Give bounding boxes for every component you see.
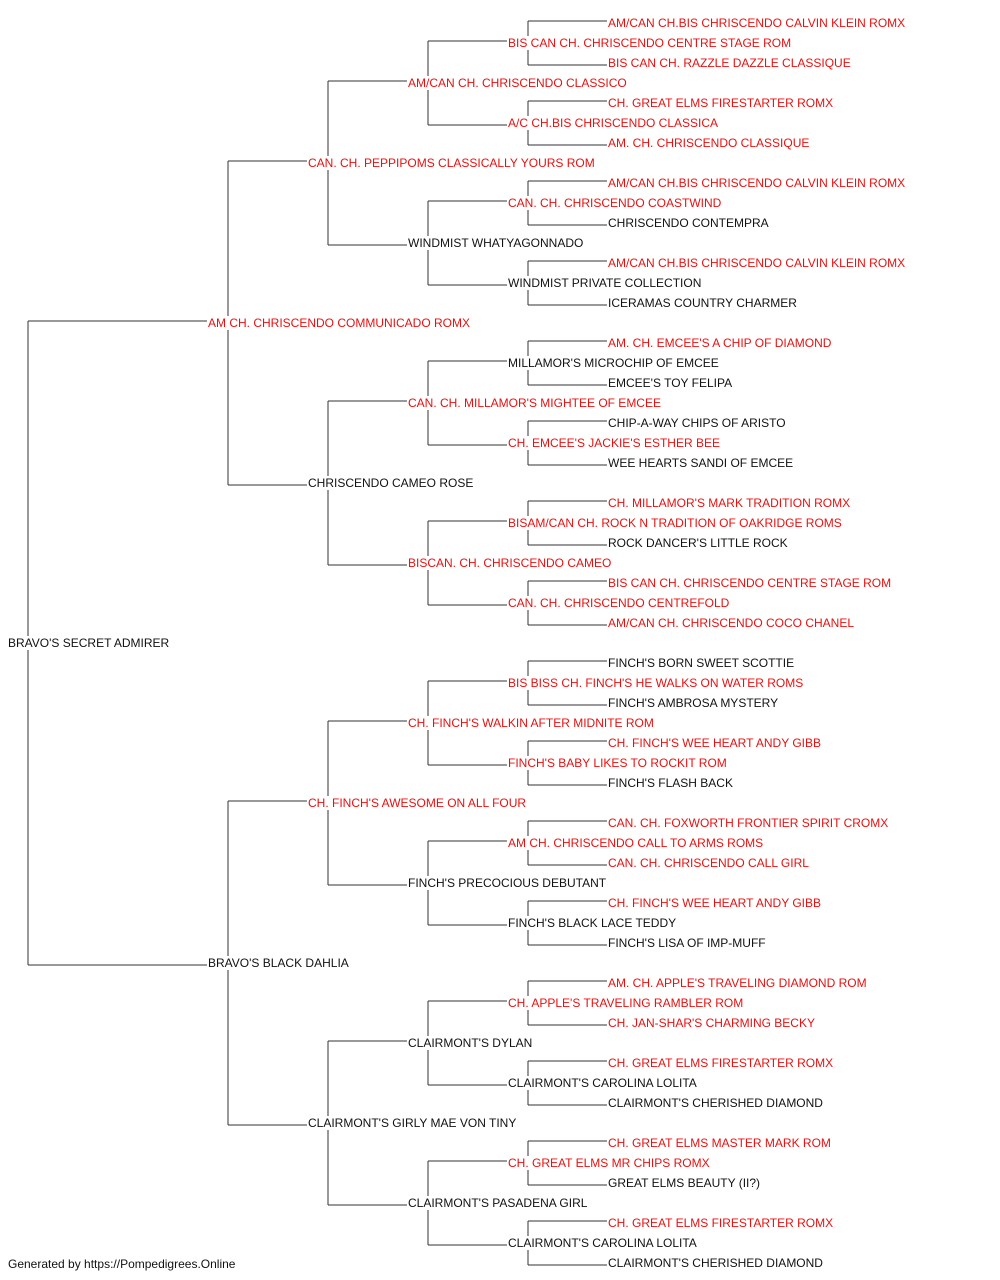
- pedigree-node-gen5: AM. CH. APPLE'S TRAVELING DIAMOND ROM: [607, 976, 868, 990]
- pedigree-node-gen4: BISAM/CAN CH. ROCK N TRADITION OF OAKRID…: [507, 516, 843, 530]
- pedigree-node-gen5: CHIP-A-WAY CHIPS OF ARISTO: [607, 416, 787, 430]
- pedigree-node-gen5: GREAT ELMS BEAUTY (II?): [607, 1176, 762, 1190]
- pedigree-node-gen5: CH. JAN-SHAR'S CHARMING BECKY: [607, 1016, 816, 1030]
- generated-by-footer: Generated by https://Pompedigrees.Online: [8, 1257, 236, 1271]
- pedigree-node-gen0: BRAVO'S SECRET ADMIRER: [7, 636, 171, 650]
- pedigree-node-gen5: WEE HEARTS SANDI OF EMCEE: [607, 456, 795, 470]
- pedigree-node-gen4: CH. APPLE'S TRAVELING RAMBLER ROM: [507, 996, 745, 1010]
- pedigree-node-gen4: FINCH'S BLACK LACE TEDDY: [507, 916, 678, 930]
- pedigree-node-gen5: CLAIRMONT'S CHERISHED DIAMOND: [607, 1096, 824, 1110]
- pedigree-node-gen5: CH. FINCH'S WEE HEART ANDY GIBB: [607, 896, 822, 910]
- pedigree-node-gen5: CAN. CH. CHRISCENDO CALL GIRL: [607, 856, 810, 870]
- pedigree-node-gen5: EMCEE'S TOY FELIPA: [607, 376, 734, 390]
- pedigree-node-gen3: CLAIRMONT'S DYLAN: [407, 1036, 534, 1050]
- pedigree-node-gen3: AM/CAN CH. CHRISCENDO CLASSICO: [407, 76, 628, 90]
- pedigree-node-gen4: WINDMIST PRIVATE COLLECTION: [507, 276, 703, 290]
- pedigree-node-gen5: AM. CH. EMCEE'S A CHIP OF DIAMOND: [607, 336, 833, 350]
- pedigree-node-gen5: AM. CH. CHRISCENDO CLASSIQUE: [607, 136, 811, 150]
- pedigree-node-gen2: CHRISCENDO CAMEO ROSE: [307, 476, 475, 490]
- pedigree-node-gen1: AM CH. CHRISCENDO COMMUNICADO ROMX: [207, 316, 472, 330]
- pedigree-node-gen2: CAN. CH. PEPPIPOMS CLASSICALLY YOURS ROM: [307, 156, 596, 170]
- pedigree-node-gen3: BISCAN. CH. CHRISCENDO CAMEO: [407, 556, 613, 570]
- pedigree-node-gen5: CH. GREAT ELMS FIRESTARTER ROMX: [607, 1056, 835, 1070]
- pedigree-node-gen2: CLAIRMONT'S GIRLY MAE VON TINY: [307, 1116, 518, 1130]
- pedigree-node-gen5: BIS CAN CH. CHRISCENDO CENTRE STAGE ROM: [607, 576, 893, 590]
- pedigree-node-gen4: CLAIRMONT'S CAROLINA LOLITA: [507, 1236, 698, 1250]
- pedigree-node-gen4: BIS CAN CH. CHRISCENDO CENTRE STAGE ROM: [507, 36, 793, 50]
- pedigree-node-gen5: AM/CAN CH. CHRISCENDO COCO CHANEL: [607, 616, 856, 630]
- pedigree-node-gen2: CH. FINCH'S AWESOME ON ALL FOUR: [307, 796, 528, 810]
- pedigree-node-gen3: CH. FINCH'S WALKIN AFTER MIDNITE ROM: [407, 716, 655, 730]
- pedigree-node-gen3: FINCH'S PRECOCIOUS DEBUTANT: [407, 876, 608, 890]
- pedigree-node-gen4: CH. GREAT ELMS MR CHIPS ROMX: [507, 1156, 711, 1170]
- pedigree-node-gen4: CAN. CH. CHRISCENDO CENTREFOLD: [507, 596, 731, 610]
- pedigree-node-gen5: FINCH'S AMBROSA MYSTERY: [607, 696, 780, 710]
- pedigree-node-gen5: BIS CAN CH. RAZZLE DAZZLE CLASSIQUE: [607, 56, 852, 70]
- pedigree-node-gen5: CAN. CH. FOXWORTH FRONTIER SPIRIT CROMX: [607, 816, 890, 830]
- pedigree-node-gen3: CLAIRMONT'S PASADENA GIRL: [407, 1196, 589, 1210]
- pedigree-node-gen5: AM/CAN CH.BIS CHRISCENDO CALVIN KLEIN RO…: [607, 16, 907, 30]
- pedigree-node-gen5: AM/CAN CH.BIS CHRISCENDO CALVIN KLEIN RO…: [607, 256, 907, 270]
- pedigree-node-gen5: FINCH'S FLASH BACK: [607, 776, 734, 790]
- pedigree-node-gen4: CH. EMCEE'S JACKIE'S ESTHER BEE: [507, 436, 721, 450]
- pedigree-node-gen5: AM/CAN CH.BIS CHRISCENDO CALVIN KLEIN RO…: [607, 176, 907, 190]
- pedigree-node-gen4: CAN. CH. CHRISCENDO COASTWIND: [507, 196, 723, 210]
- pedigree-node-gen4: BIS BISS CH. FINCH'S HE WALKS ON WATER R…: [507, 676, 805, 690]
- pedigree-node-gen3: CAN. CH. MILLAMOR'S MIGHTEE OF EMCEE: [407, 396, 662, 410]
- pedigree-node-gen4: FINCH'S BABY LIKES TO ROCKIT ROM: [507, 756, 728, 770]
- pedigree-node-gen4: MILLAMOR'S MICROCHIP OF EMCEE: [507, 356, 720, 370]
- pedigree-node-gen5: CH. FINCH'S WEE HEART ANDY GIBB: [607, 736, 822, 750]
- pedigree-node-gen5: FINCH'S LISA OF IMP-MUFF: [607, 936, 767, 950]
- pedigree-node-gen3: WINDMIST WHATYAGONNADO: [407, 236, 585, 250]
- pedigree-node-gen4: CLAIRMONT'S CAROLINA LOLITA: [507, 1076, 698, 1090]
- pedigree-node-gen4: A/C CH.BIS CHRISCENDO CLASSICA: [507, 116, 720, 130]
- pedigree-node-gen5: FINCH'S BORN SWEET SCOTTIE: [607, 656, 796, 670]
- pedigree-node-gen5: CHRISCENDO CONTEMPRA: [607, 216, 770, 230]
- pedigree-node-gen5: CH. GREAT ELMS MASTER MARK ROM: [607, 1136, 832, 1150]
- pedigree-node-gen5: CLAIRMONT'S CHERISHED DIAMOND: [607, 1256, 824, 1270]
- pedigree-node-gen4: AM CH. CHRISCENDO CALL TO ARMS ROMS: [507, 836, 765, 850]
- pedigree-node-gen5: CH. MILLAMOR'S MARK TRADITION ROMX: [607, 496, 852, 510]
- pedigree-node-gen5: CH. GREAT ELMS FIRESTARTER ROMX: [607, 1216, 835, 1230]
- pedigree-node-gen5: ROCK DANCER'S LITTLE ROCK: [607, 536, 789, 550]
- pedigree-node-gen5: CH. GREAT ELMS FIRESTARTER ROMX: [607, 96, 835, 110]
- pedigree-node-gen1: BRAVO'S BLACK DAHLIA: [207, 956, 350, 970]
- pedigree-node-gen5: ICERAMAS COUNTRY CHARMER: [607, 296, 798, 310]
